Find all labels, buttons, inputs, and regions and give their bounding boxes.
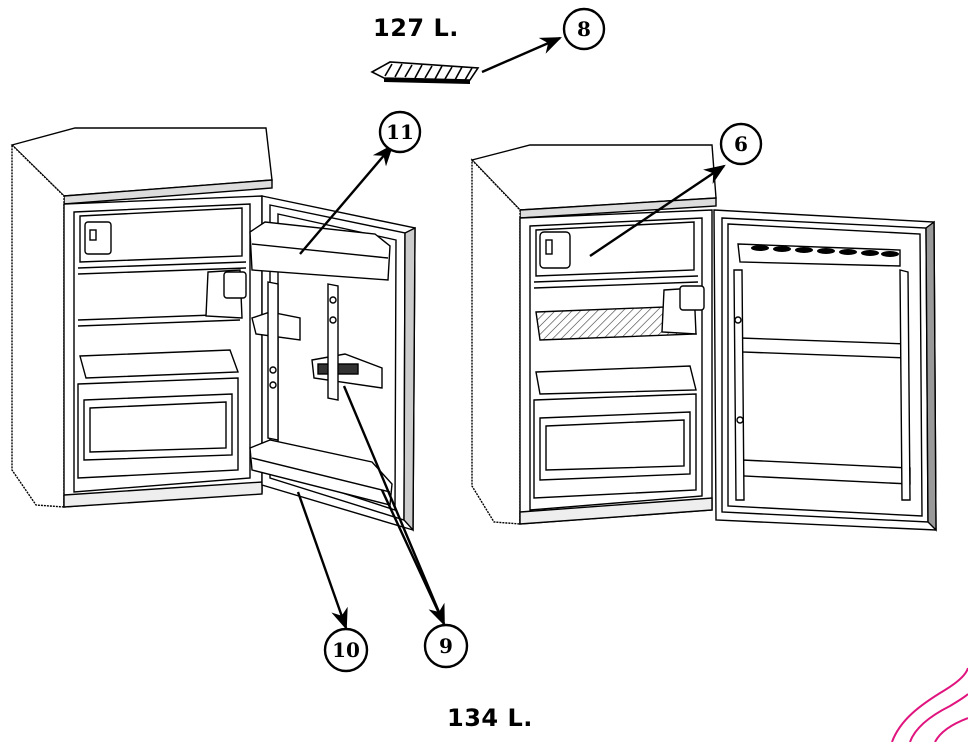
leader-8 [481, 36, 562, 74]
svg-text:9: 9 [439, 634, 453, 658]
callout-6: 6 [719, 122, 763, 166]
fridge-right-door [713, 209, 937, 532]
leader-9b [380, 489, 446, 625]
callout-8: 8 [562, 7, 606, 51]
leader-lines [296, 36, 726, 631]
svg-text:11: 11 [386, 120, 414, 144]
leader-10 [296, 491, 348, 631]
callout-10: 10 [323, 627, 369, 673]
svg-text:10: 10 [332, 638, 360, 662]
callout-11: 11 [378, 110, 422, 154]
callout-9: 9 [423, 623, 469, 669]
svg-text:8: 8 [577, 17, 591, 41]
model-label-127: 127 L. [373, 14, 459, 42]
svg-text:6: 6 [734, 132, 748, 156]
leader-6 [589, 164, 726, 257]
model-label-134: 134 L. [447, 704, 533, 732]
ice-tray [370, 61, 480, 84]
corner-stamp-mark [891, 667, 968, 742]
fridge-right [470, 144, 717, 525]
fridge-left-door [249, 195, 416, 532]
leader-9a [342, 385, 446, 626]
fridge-left [10, 127, 273, 508]
leader-11 [299, 144, 394, 255]
